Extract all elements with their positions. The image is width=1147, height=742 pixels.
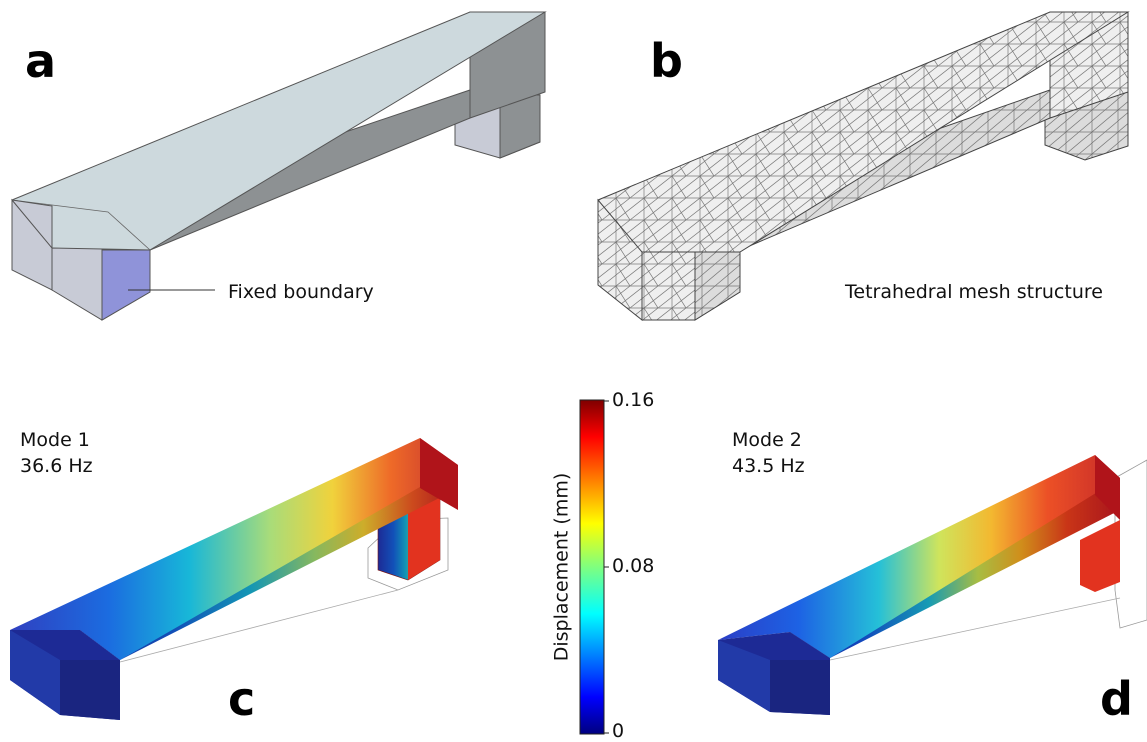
colorbar-tick-label-mid: 0.08 — [612, 555, 655, 577]
beam-mesh-b — [597, 11, 1130, 322]
colorbar-tick-label-max: 0.16 — [612, 389, 655, 411]
beam-geometry-a — [11, 11, 547, 321]
mode1-frequency: 36.6 Hz — [20, 454, 93, 477]
mode2-frequency: 43.5 Hz — [732, 454, 805, 477]
panel-d-letter: d — [1100, 672, 1133, 726]
mode2-deformed-beam — [718, 455, 1147, 715]
mode2-label: Mode 2 43.5 Hz — [732, 428, 805, 479]
mesh-structure-label: Tetrahedral mesh structure — [845, 281, 1103, 303]
colorbar-tick-label-min: 0 — [612, 720, 625, 742]
fixed-boundary-face — [101, 249, 151, 321]
mode2-name: Mode 2 — [732, 429, 802, 451]
panel-a-letter: a — [25, 34, 57, 88]
fixed-boundary-label: Fixed boundary — [228, 281, 374, 303]
panel-c-letter: c — [228, 672, 256, 726]
colorbar: Displacement (mm) — [551, 399, 609, 735]
colorbar-title: Displacement (mm) — [551, 473, 573, 662]
mode1-name: Mode 1 — [20, 429, 90, 451]
mode1-deformed-beam — [10, 438, 458, 720]
colorbar-gradient — [579, 399, 605, 735]
panel-b-letter: b — [650, 34, 683, 88]
mode1-label: Mode 1 36.6 Hz — [20, 428, 93, 479]
